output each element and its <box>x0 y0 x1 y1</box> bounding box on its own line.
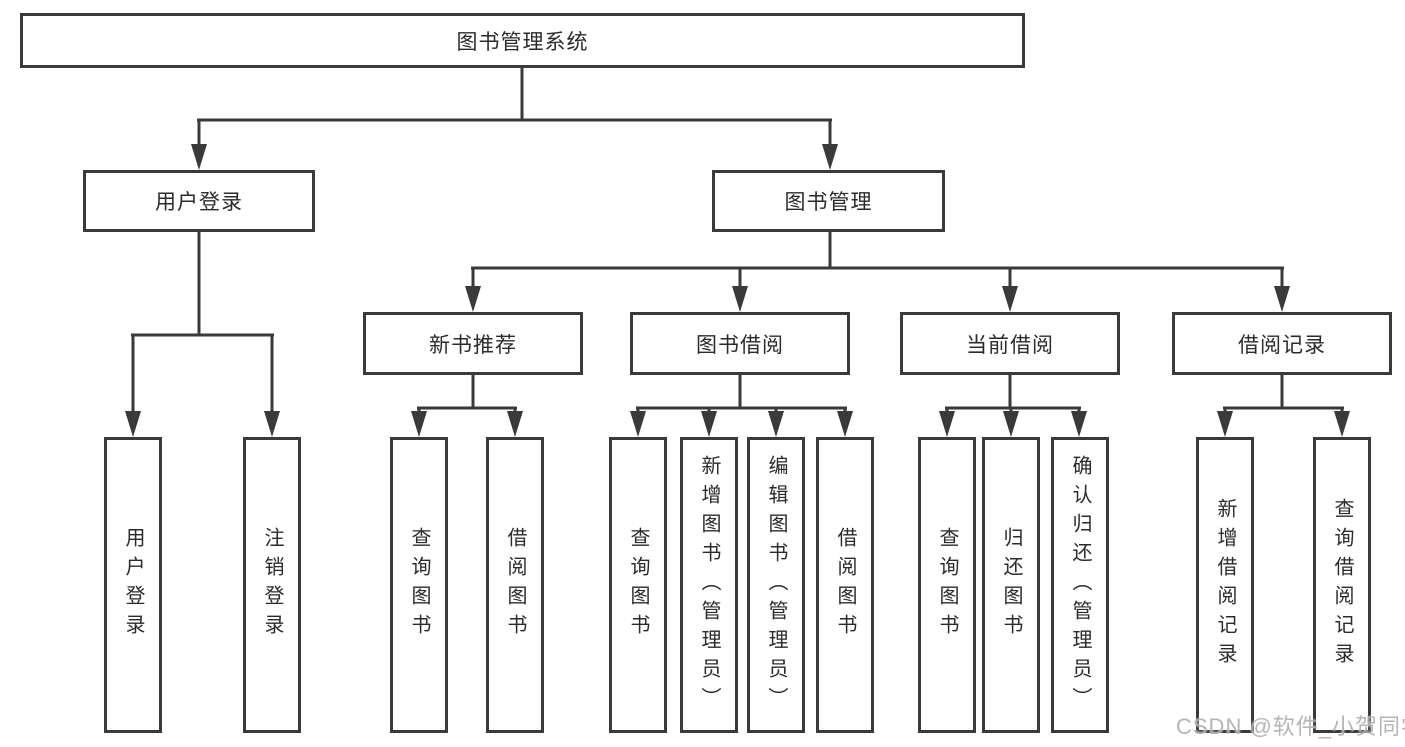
node-label: 查询图书 <box>627 527 649 643</box>
node-label: 借阅记录 <box>1238 333 1326 357</box>
leaf-edit-book-admin: 编辑图书（管理员） <box>747 437 805 733</box>
edge-book-management-to-children <box>465 230 1290 312</box>
arrow-down-icon <box>1334 411 1350 437</box>
node-label: 确认归还（管理员） <box>1069 454 1091 716</box>
edge-root-to-children <box>191 66 838 170</box>
node-label: 注销登录 <box>261 527 283 643</box>
arrow-down-icon <box>1071 411 1087 437</box>
arrow-down-icon <box>1274 286 1290 312</box>
node-borrowing-records: 借阅记录 <box>1172 312 1392 375</box>
arrow-down-icon <box>1217 411 1233 437</box>
node-new-book-recommendation: 新书推荐 <box>363 312 583 375</box>
leaf-return-books: 归还图书 <box>982 437 1040 733</box>
node-current-borrowing: 当前借阅 <box>900 312 1120 375</box>
node-book-management: 图书管理 <box>712 170 945 232</box>
node-label: 新增图书（管理员） <box>698 454 720 716</box>
arrow-down-icon <box>1002 286 1018 312</box>
arrow-down-icon <box>939 411 955 437</box>
node-label: 用户登录 <box>122 527 144 643</box>
node-label: 借阅图书 <box>834 527 856 643</box>
leaf-borrow-books-2: 借阅图书 <box>816 437 874 733</box>
arrow-down-icon <box>630 411 646 437</box>
node-label: 查询借阅记录 <box>1331 498 1353 672</box>
arrow-down-icon <box>837 411 853 437</box>
node-system-root: 图书管理系统 <box>20 13 1025 68</box>
node-label: 借阅图书 <box>504 527 526 643</box>
arrow-down-icon <box>125 411 141 437</box>
edge-book-borrowing-to-children <box>630 373 853 437</box>
node-label: 查询图书 <box>936 527 958 643</box>
node-user-login: 用户登录 <box>83 170 315 232</box>
leaf-confirm-return-admin: 确认归还（管理员） <box>1051 437 1109 733</box>
leaf-user-login: 用户登录 <box>104 437 162 733</box>
node-label: 新增借阅记录 <box>1214 498 1236 672</box>
node-label: 查询图书 <box>408 527 430 643</box>
node-label: 新书推荐 <box>429 333 517 357</box>
leaf-add-book-admin: 新增图书（管理员） <box>680 437 738 733</box>
leaf-query-books-1: 查询图书 <box>390 437 448 733</box>
arrow-down-icon <box>768 411 784 437</box>
edge-borrowing-records-to-children <box>1217 373 1350 437</box>
edge-user-login-to-children <box>125 230 280 437</box>
edge-new-book-to-children <box>411 373 523 437</box>
arrow-down-icon <box>411 411 427 437</box>
node-label: 图书管理 <box>784 191 873 214</box>
node-label: 图书管理系统 <box>456 30 589 54</box>
watermark: CSDN @软件_小贺同学 <box>1176 714 1405 739</box>
arrow-down-icon <box>1003 411 1019 437</box>
node-label: 当前借阅 <box>966 333 1054 357</box>
node-label: 归还图书 <box>1000 527 1022 643</box>
node-label: 编辑图书（管理员） <box>765 454 787 716</box>
leaf-add-borrow-record: 新增借阅记录 <box>1196 437 1254 733</box>
arrow-down-icon <box>465 286 481 312</box>
leaf-borrow-books-1: 借阅图书 <box>486 437 544 733</box>
leaf-query-borrow-record: 查询借阅记录 <box>1313 437 1371 733</box>
arrow-down-icon <box>191 144 207 170</box>
leaf-logout: 注销登录 <box>243 437 301 733</box>
node-book-borrowing: 图书借阅 <box>630 312 850 375</box>
arrow-down-icon <box>264 411 280 437</box>
arrow-down-icon <box>701 411 717 437</box>
edge-current-borrowing-to-children <box>939 373 1087 437</box>
node-label: 用户登录 <box>155 191 243 214</box>
leaf-query-books-3: 查询图书 <box>918 437 976 733</box>
arrow-down-icon <box>732 286 748 312</box>
leaf-query-books-2: 查询图书 <box>609 437 667 733</box>
arrow-down-icon <box>507 411 523 437</box>
node-label: 图书借阅 <box>696 333 784 357</box>
arrow-down-icon <box>822 144 838 170</box>
